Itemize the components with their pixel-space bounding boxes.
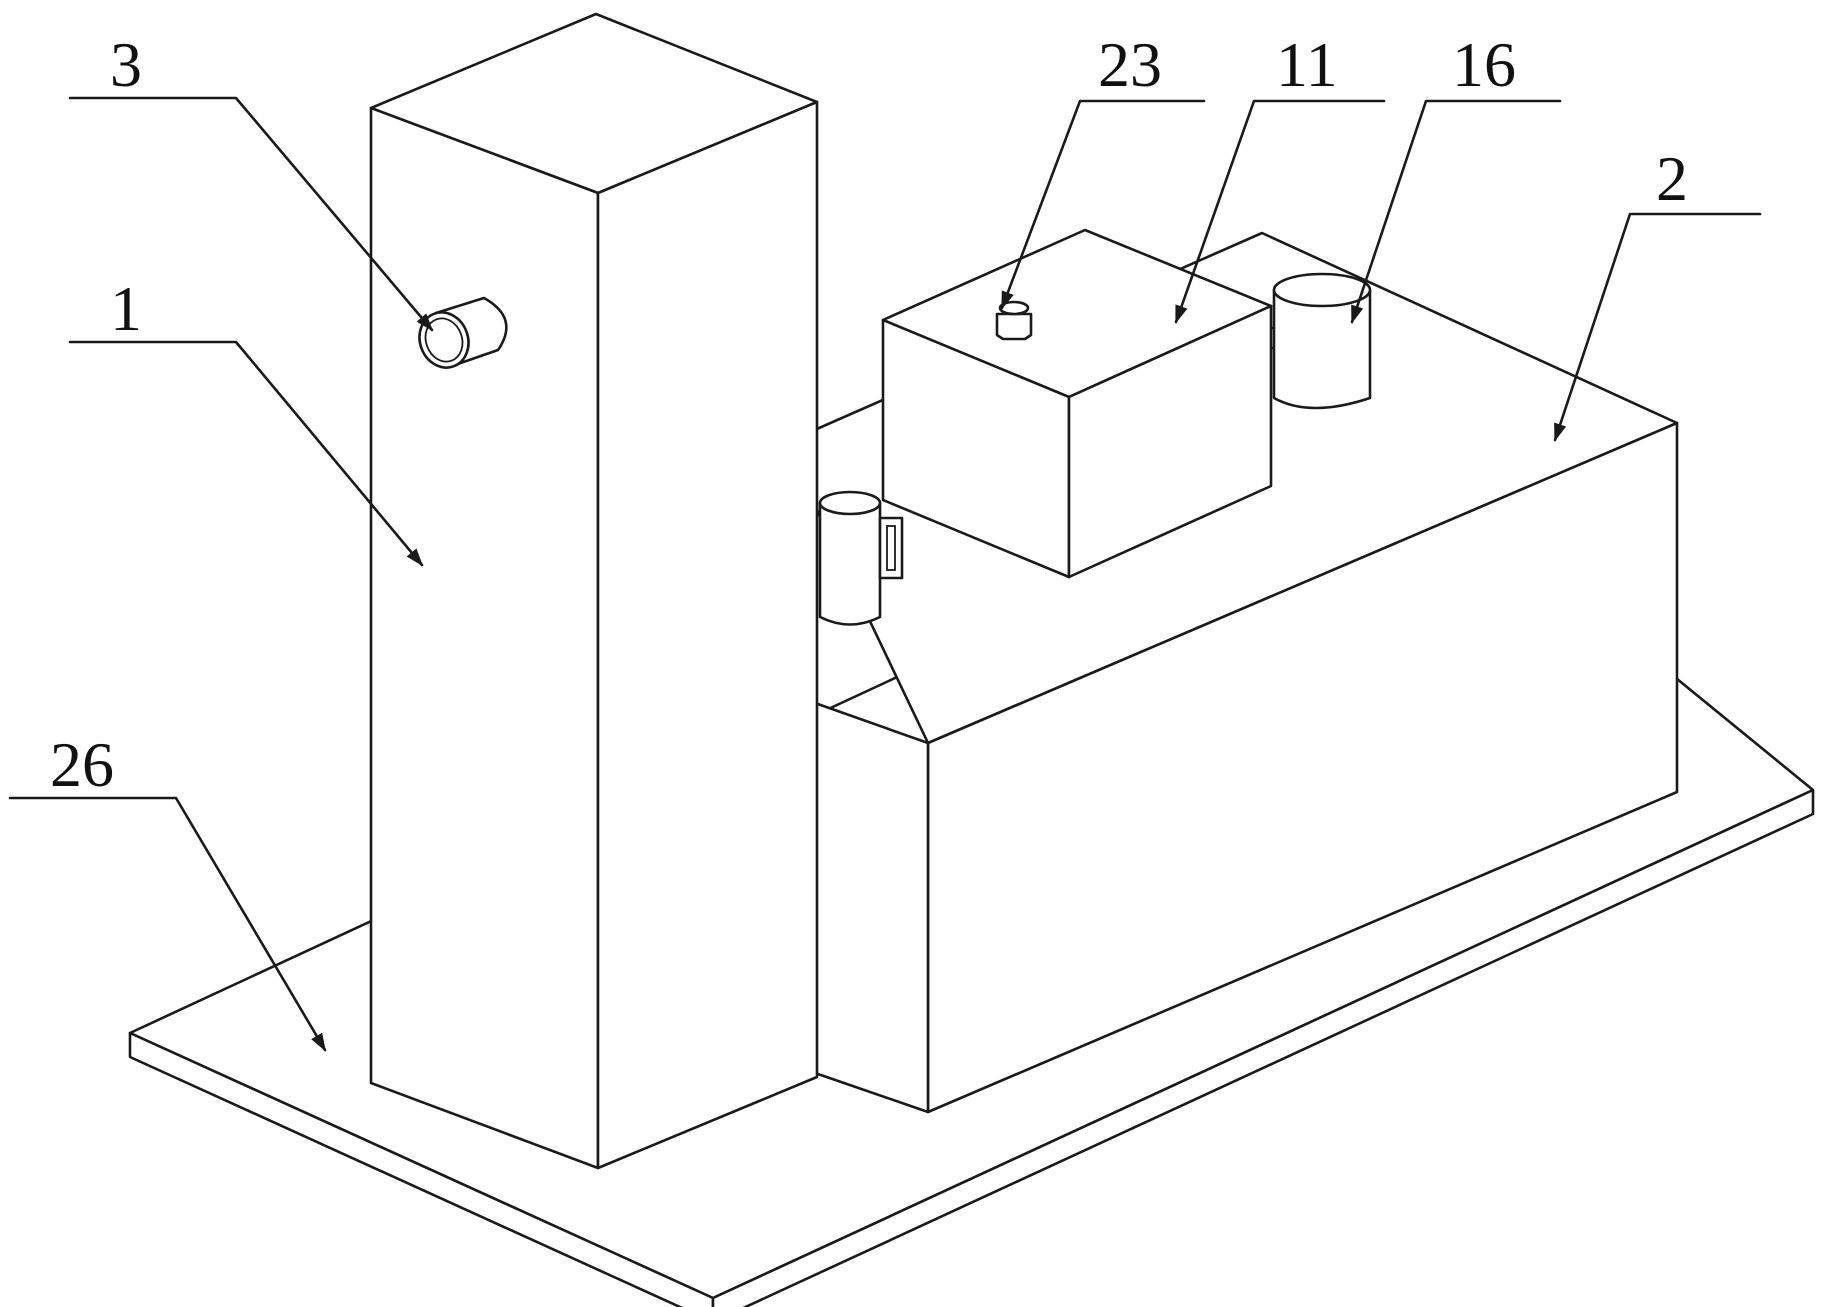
label-11: 11 bbox=[1276, 29, 1338, 100]
label-3: 3 bbox=[110, 29, 142, 100]
label-2: 2 bbox=[1656, 143, 1688, 214]
label-23: 23 bbox=[1098, 29, 1162, 100]
cylinder-16 bbox=[1268, 274, 1370, 408]
label-26: 26 bbox=[50, 729, 114, 800]
label-16: 16 bbox=[1452, 29, 1516, 100]
tall-column bbox=[371, 14, 817, 1168]
label-1: 1 bbox=[110, 273, 142, 344]
